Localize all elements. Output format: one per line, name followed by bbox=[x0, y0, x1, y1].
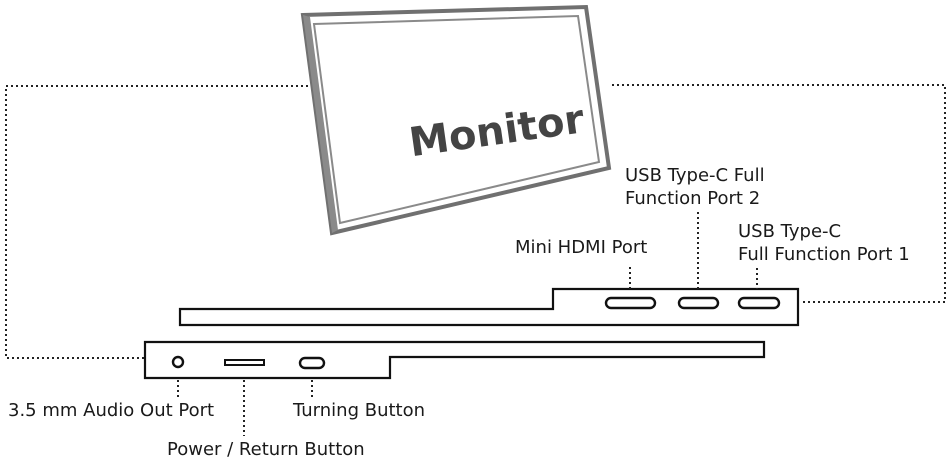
monitor-illustration: Monitor bbox=[300, 4, 612, 236]
label-audio-out-port: 3.5 mm Audio Out Port bbox=[8, 400, 214, 421]
audio-jack-icon bbox=[171, 355, 185, 369]
device-edge-bottom bbox=[143, 340, 766, 380]
label-usbc-port-2-line2: Function Port 2 bbox=[625, 188, 760, 209]
label-turning-button: Turning Button bbox=[292, 400, 425, 421]
monitor-screen bbox=[312, 14, 601, 225]
usbc-port-2-icon bbox=[677, 296, 720, 310]
turning-button-icon bbox=[298, 356, 326, 370]
label-usbc-port-1-line2: Full Function Port 1 bbox=[738, 244, 910, 265]
dotted-link-right bbox=[612, 84, 946, 303]
device-edge-bottom-outline bbox=[143, 340, 766, 380]
label-power-return-button: Power / Return Button bbox=[167, 439, 365, 460]
mini-hdmi-port-icon bbox=[604, 296, 657, 310]
dotted-link-left bbox=[5, 85, 318, 359]
usbc-port-1-icon bbox=[737, 296, 781, 310]
label-mini-hdmi-port: Mini HDMI Port bbox=[515, 237, 647, 258]
label-usbc-port-1-line1: USB Type-C bbox=[738, 221, 841, 242]
monitor-bezel-shadow bbox=[303, 15, 338, 233]
power-return-button-icon bbox=[224, 359, 265, 366]
label-usbc-port-2-line1: USB Type-C Full bbox=[625, 165, 765, 186]
device-edge-top bbox=[178, 287, 800, 327]
